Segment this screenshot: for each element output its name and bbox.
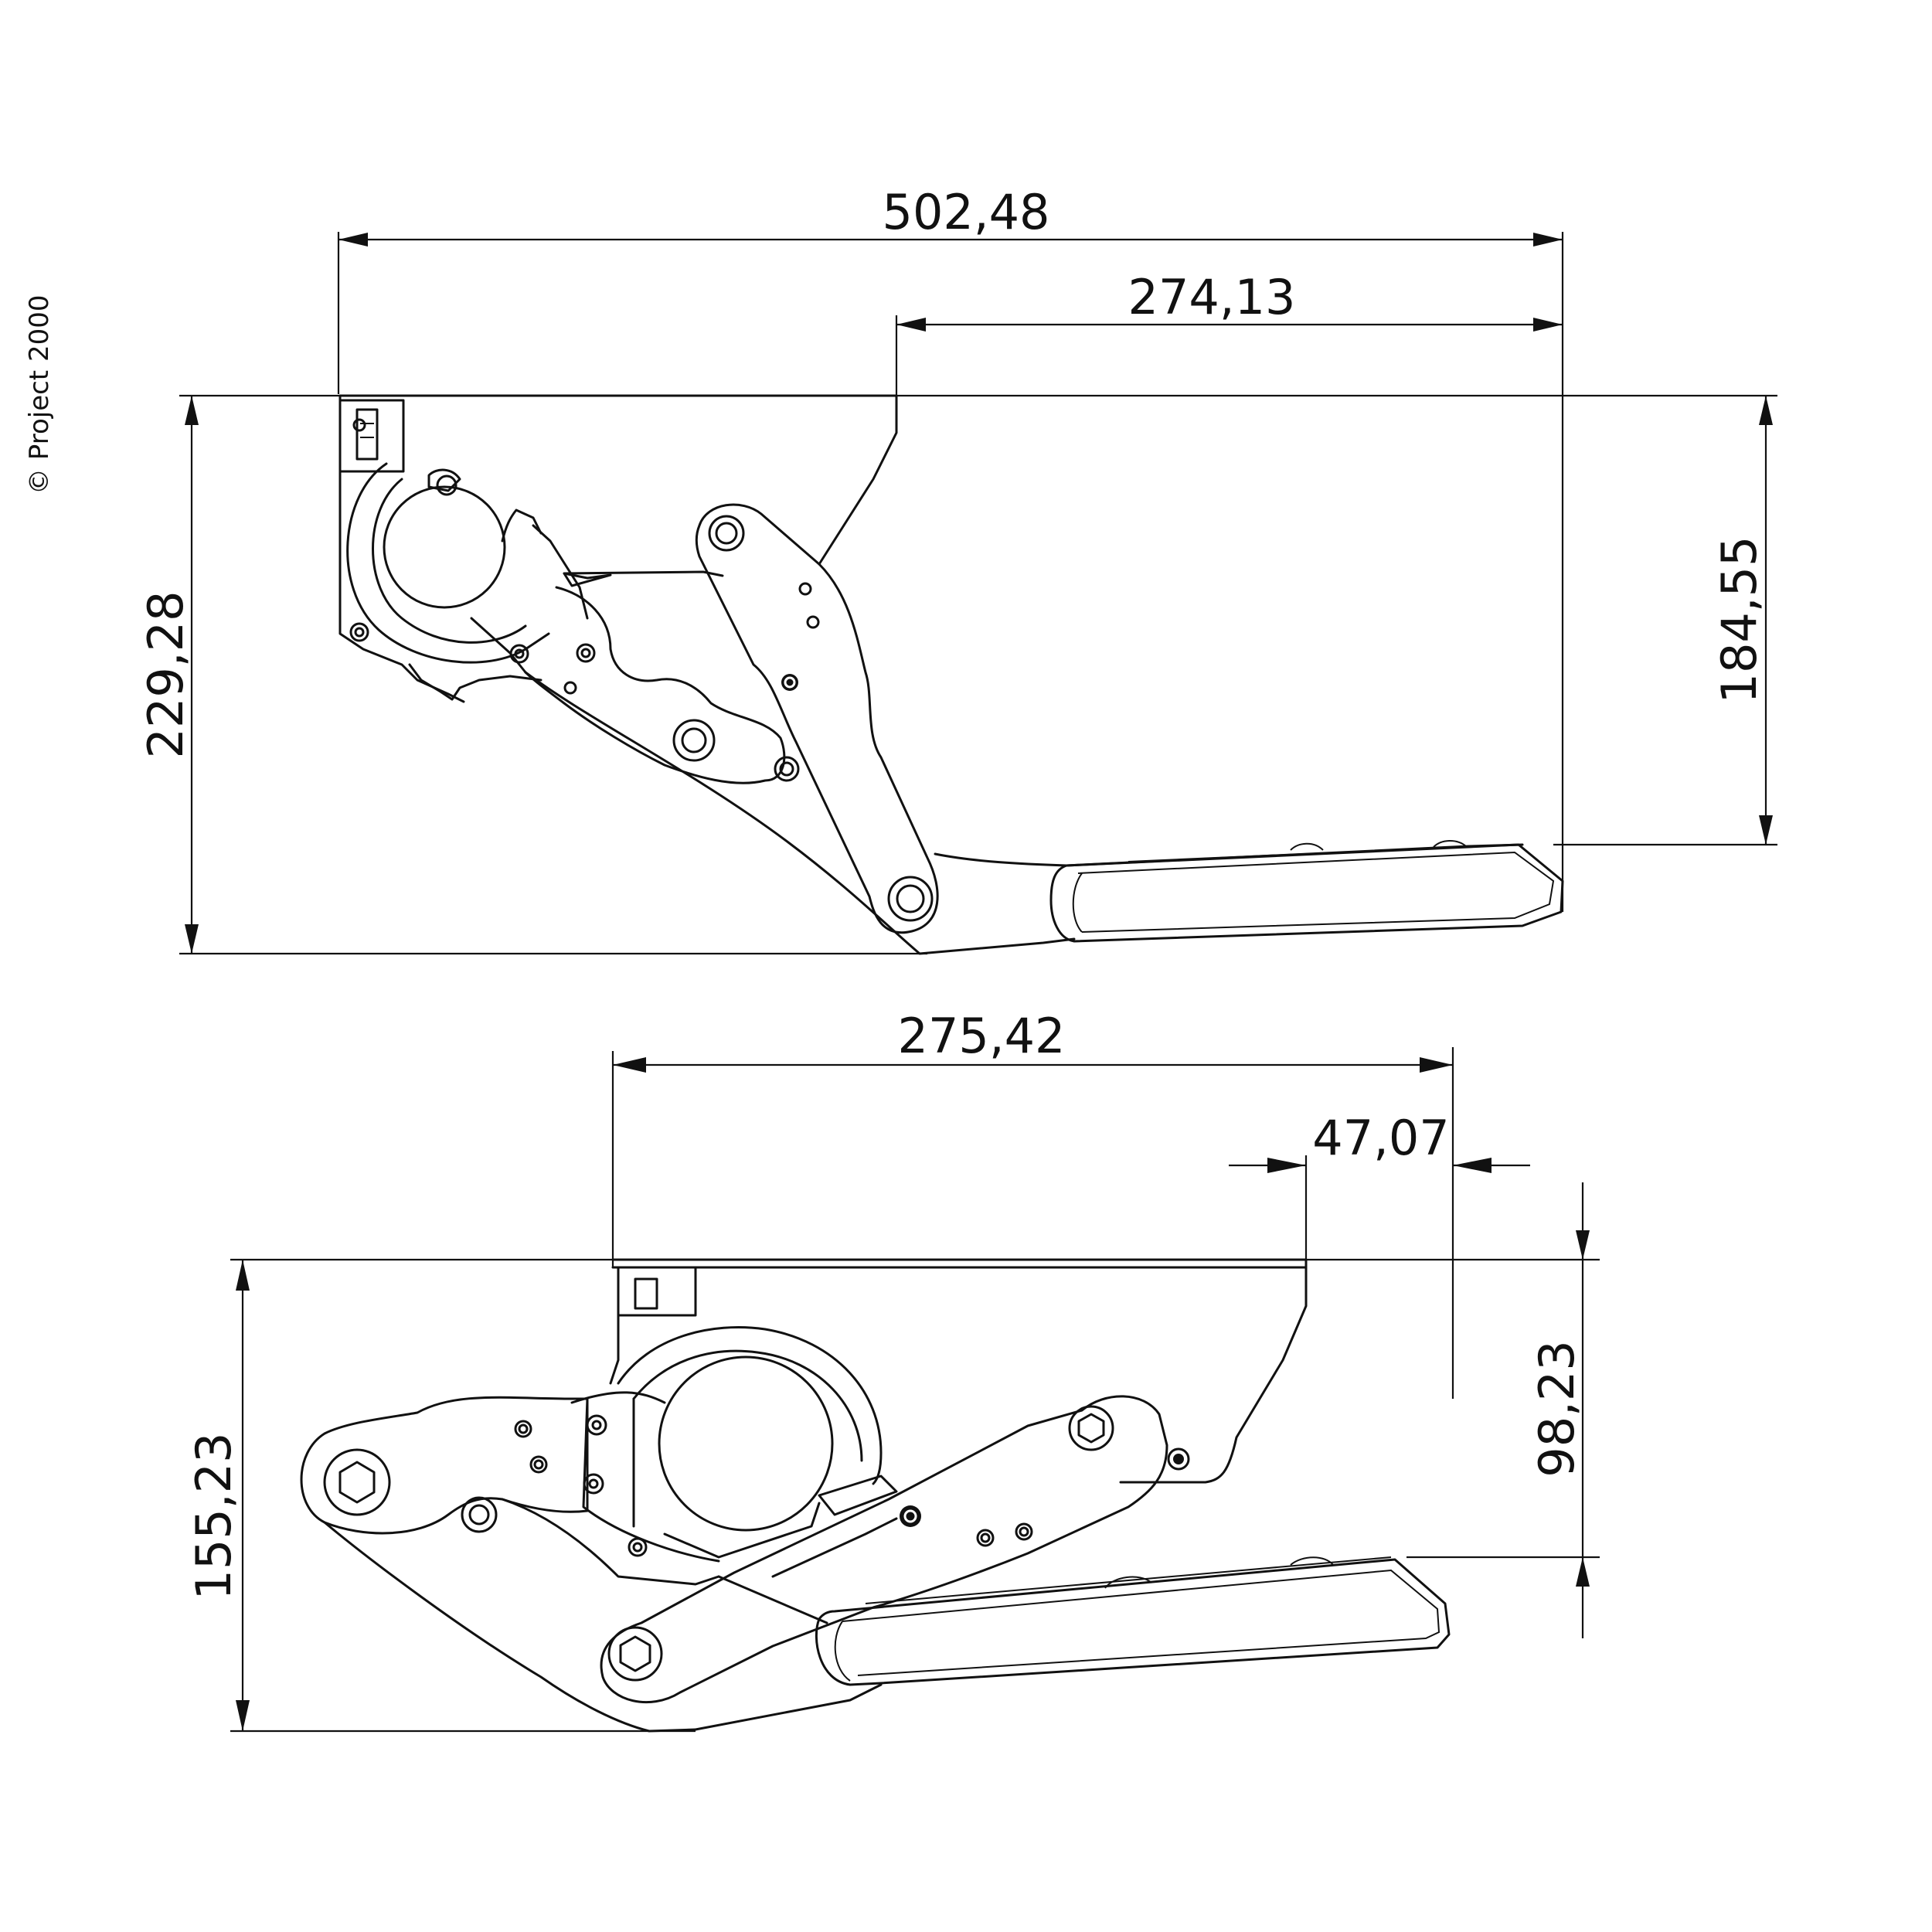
step-mechanism-extended	[300, 1258, 1451, 1733]
dim-offset-bottom: 47,07	[1229, 1110, 1530, 1267]
dim-overall-width-top: 502,48	[337, 184, 1564, 912]
hook-tab	[408, 663, 543, 701]
base-brace	[323, 1521, 697, 1733]
main-swing-arm	[695, 503, 939, 934]
step-tread	[1049, 840, 1564, 943]
main-swing-arm-bottom	[600, 1395, 1168, 1704]
dim-step-height-top: 184,55	[1553, 396, 1777, 846]
dim-overall-height-top-label: 229,28	[138, 591, 194, 759]
clamp-ring-bottom	[570, 1326, 898, 1563]
dim-overall-width-bottom: 275,42	[611, 1008, 1454, 1399]
step-tread-bottom	[694, 1556, 1451, 1731]
base-plate	[524, 671, 1076, 955]
left-lever-arm	[300, 1396, 589, 1535]
dim-overall-height-bottom-label: 155,23	[185, 1433, 242, 1600]
dim-overall-width-bottom-label: 275,42	[898, 1008, 1066, 1064]
clamp-ring	[346, 462, 589, 674]
dim-step-height-bottom-label: 98,23	[1529, 1340, 1585, 1478]
dim-tray-width-top: 274,13	[895, 269, 1563, 402]
lower-link	[524, 586, 786, 784]
dim-overall-width-top-label: 502,48	[883, 184, 1050, 240]
top-view: 502,48 274,13 229,28 184,55	[138, 184, 1777, 955]
dim-overall-height-top: 229,28	[138, 394, 1777, 955]
bottom-view: 275,42 47,07 155,23 98,23	[185, 1008, 1600, 1733]
dim-overall-height-bottom: 155,23	[185, 1258, 1600, 1733]
step-mechanism-retracted	[338, 394, 1564, 955]
dim-step-height-bottom: 98,23	[1406, 1182, 1600, 1638]
bolt-b	[509, 644, 529, 664]
tension-spring	[563, 572, 612, 587]
dim-step-height-top-label: 184,55	[1711, 536, 1767, 704]
dim-offset-bottom-label: 47,07	[1312, 1110, 1450, 1166]
copyright-label: © Project 2000	[24, 295, 55, 495]
dim-tray-width-top-label: 274,13	[1128, 269, 1296, 325]
bolt-c	[576, 643, 596, 663]
bolt-a	[349, 622, 369, 642]
mounting-bracket-bottom	[611, 1258, 1308, 1484]
mounting-bracket	[338, 394, 898, 703]
